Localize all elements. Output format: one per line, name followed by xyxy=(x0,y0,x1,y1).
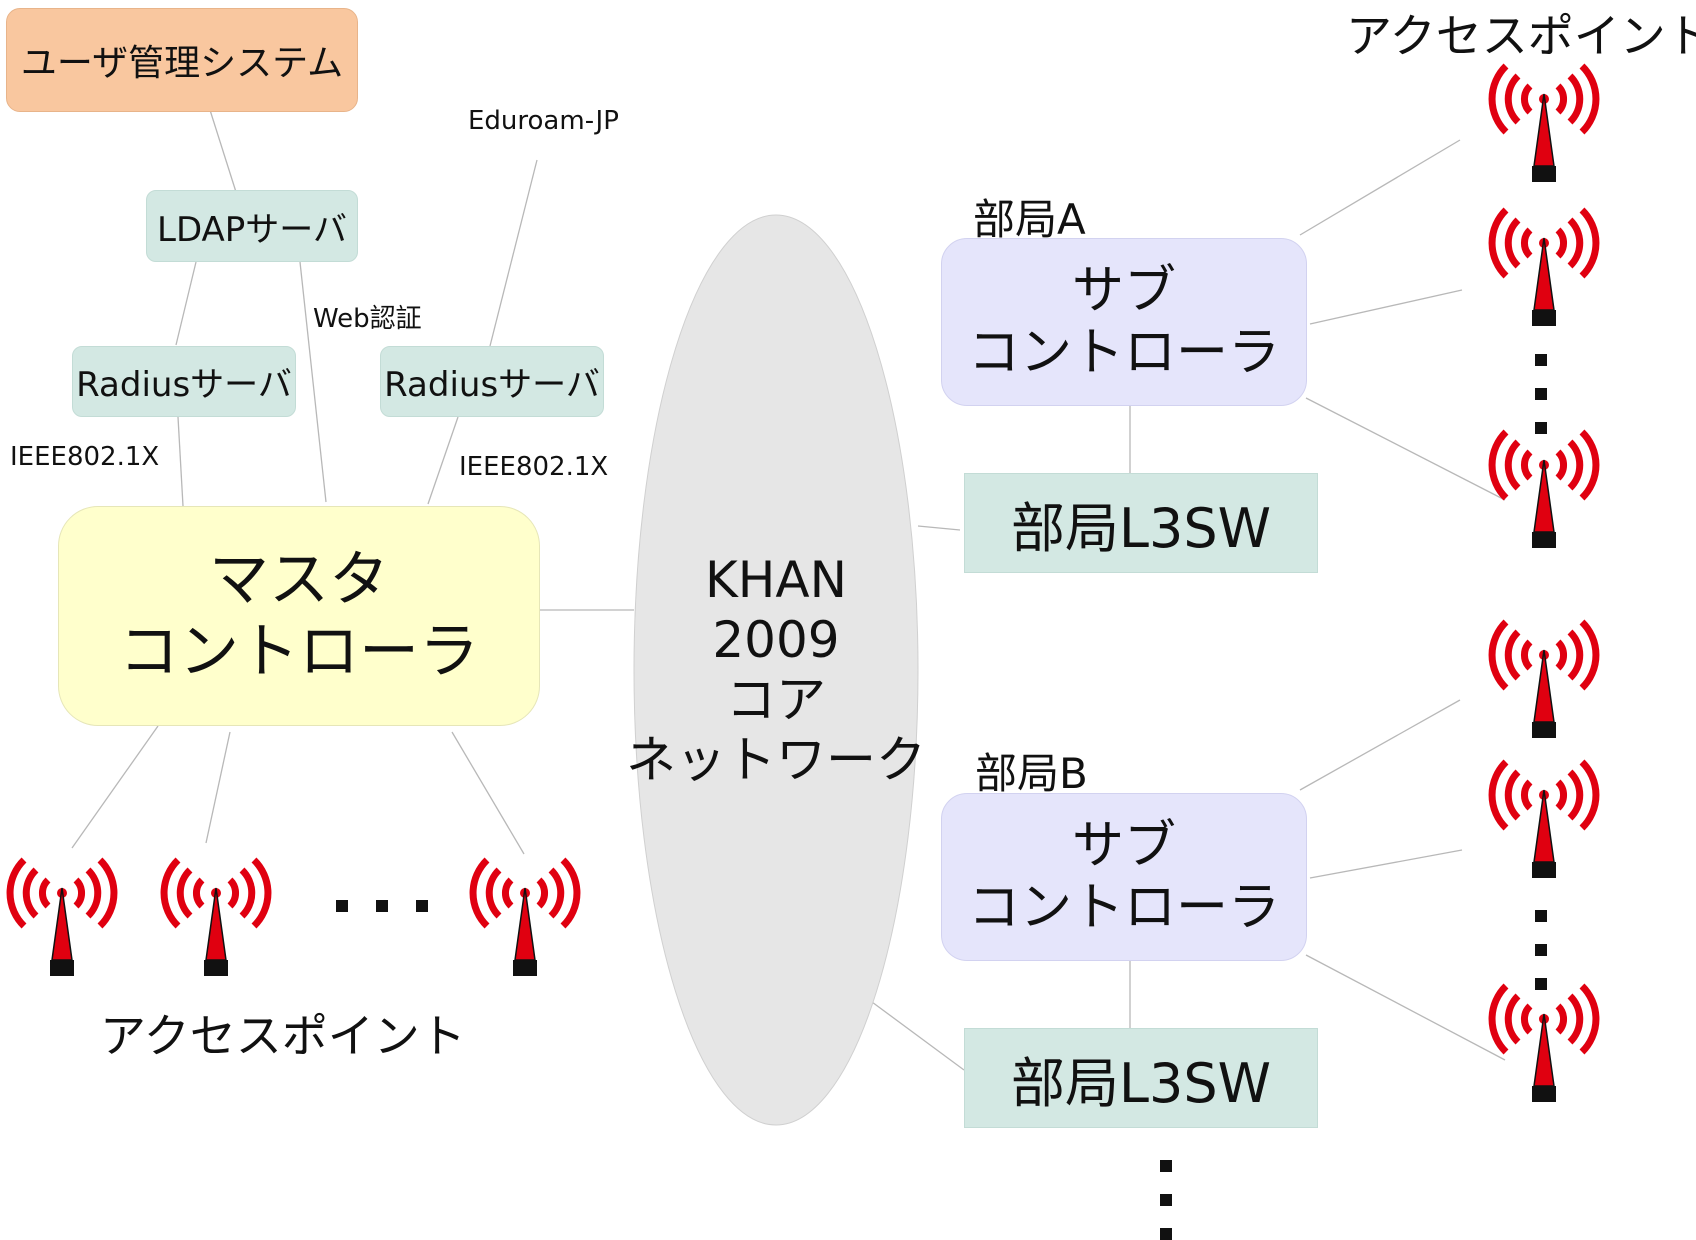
web-auth-label: Web認証 xyxy=(313,304,422,334)
access-point-icon xyxy=(1492,622,1596,738)
ldap-server-label: LDAPサーバ xyxy=(157,209,347,250)
ap-ellipsis-vertical-a xyxy=(1535,354,1547,456)
core-network-label: KHAN 2009 コア ネットワーク xyxy=(626,540,926,800)
sub-controller-b-line2: コントローラ xyxy=(967,878,1280,938)
ieee-left-label: IEEE802.1X xyxy=(10,442,160,472)
eduroam-label: Eduroam-JP xyxy=(468,106,619,136)
access-point-icon xyxy=(10,860,114,976)
access-point-icon xyxy=(1492,210,1596,326)
ap-ellipsis-horizontal xyxy=(336,900,456,912)
access-point-icon xyxy=(164,860,268,976)
access-point-icon xyxy=(473,860,577,976)
dept-l3sw-b: 部局L3SW xyxy=(964,1028,1318,1128)
connector-lines xyxy=(71,109,1506,1071)
ap-ellipsis-vertical-b xyxy=(1535,910,1547,1012)
dept-l3sw-a-label: 部局L3SW xyxy=(1010,496,1272,560)
sub-controller-b-line1: サブ xyxy=(1071,815,1176,876)
access-point-label-bottom: アクセスポイント xyxy=(100,1009,466,1063)
core-line1: KHAN xyxy=(705,551,847,609)
sub-controller-a-line2: コントローラ xyxy=(967,323,1280,383)
radius-server-left: Radiusサーバ xyxy=(72,346,296,417)
access-point-icon xyxy=(1492,762,1596,878)
core-network-ellipse xyxy=(633,214,919,1126)
core-line4: ネットワーク xyxy=(626,731,926,789)
ieee-right-label: IEEE802.1X xyxy=(459,452,609,482)
sub-controller-b: サブ コントローラ xyxy=(941,793,1307,961)
sub-controller-a-line1: サブ xyxy=(1071,260,1176,321)
user-management-label: ユーザ管理システム xyxy=(20,43,344,84)
master-controller: マスタ コントローラ xyxy=(58,506,540,726)
dept-l3sw-b-label: 部局L3SW xyxy=(1010,1051,1272,1115)
radius-server-right: Radiusサーバ xyxy=(380,346,604,417)
radius-server-left-label: Radiusサーバ xyxy=(76,365,292,405)
dept-b-label: 部局B xyxy=(975,749,1088,798)
ldap-server: LDAPサーバ xyxy=(146,190,358,262)
user-management-system: ユーザ管理システム xyxy=(6,8,358,112)
master-controller-line2: コントローラ xyxy=(119,617,479,687)
access-point-icon xyxy=(1492,66,1596,182)
dept-ellipsis-vertical xyxy=(1160,1160,1172,1240)
radius-server-right-label: Radiusサーバ xyxy=(384,365,600,405)
master-controller-line1: マスタ xyxy=(209,545,389,615)
sub-controller-a: サブ コントローラ xyxy=(941,238,1307,406)
core-line2: 2009 xyxy=(712,611,840,669)
dept-l3sw-a: 部局L3SW xyxy=(964,473,1318,573)
access-point-label-top: アクセスポイント xyxy=(1346,9,1696,63)
core-line3: コア xyxy=(726,671,826,729)
dept-a-label: 部局A xyxy=(973,195,1086,244)
